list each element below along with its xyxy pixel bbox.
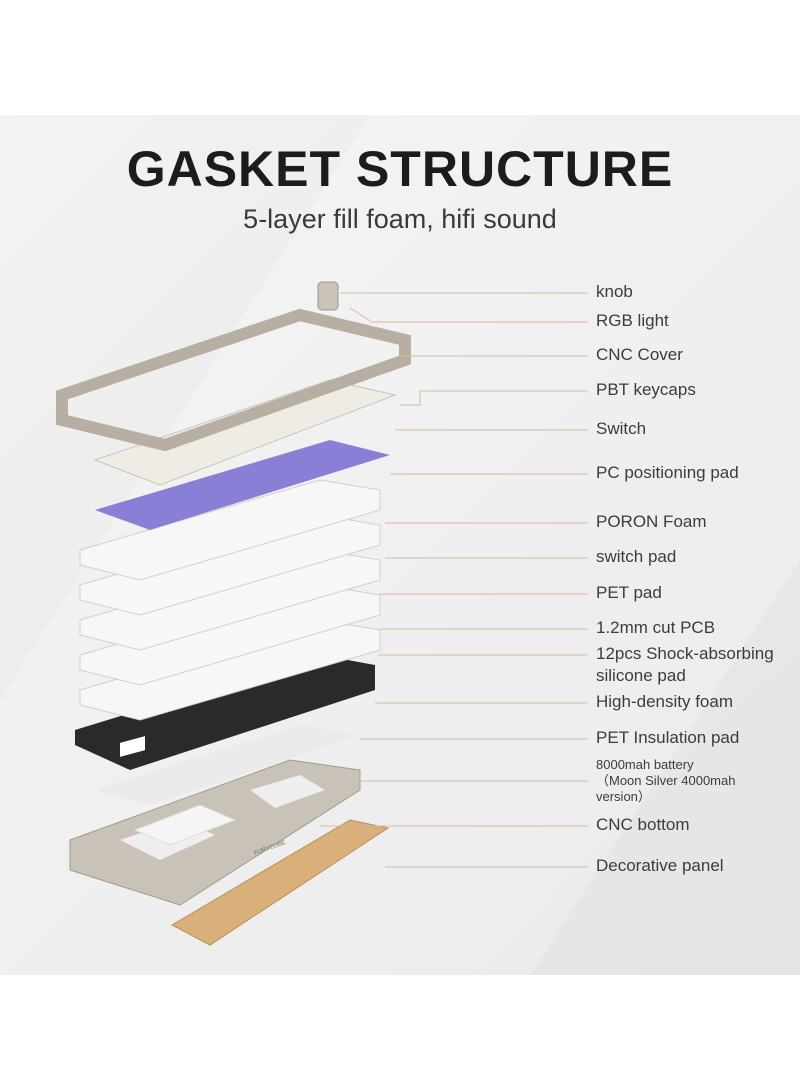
plate-layers [79, 479, 381, 721]
label-decorative-panel: Decorative panel [596, 856, 724, 875]
label-battery-line3: version） [596, 789, 651, 804]
label-battery-line1: 8000mah battery [596, 757, 694, 772]
page-subtitle: 5-layer fill foam, hifi sound [243, 204, 557, 234]
high-density-foam-part [75, 655, 375, 770]
switches [95, 440, 390, 530]
label-pbt-keycaps: PBT keycaps [596, 380, 696, 399]
knob-part [317, 281, 339, 311]
label-poron-foam: PORON Foam [596, 512, 707, 531]
label-cnc-bottom: CNC bottom [596, 815, 690, 834]
label-high-density-foam: High-density foam [596, 692, 734, 711]
label-rgb-light: RGB light [596, 311, 669, 330]
keycaps [93, 379, 397, 486]
label-pet-pad: PET pad [596, 583, 662, 602]
battery-part [133, 804, 237, 846]
label-cnc-cover: CNC Cover [596, 345, 683, 364]
page-title: GASKET STRUCTURE [126, 141, 674, 197]
label-switch-pad: switch pad [596, 547, 677, 566]
label-shock-absorbing-line2: silicone pad [596, 666, 686, 685]
label-pet-insulation-pad: PET Insulation pad [596, 728, 740, 747]
leader-lines [320, 292, 588, 868]
label-shock-absorbing-line1: 12pcs Shock-absorbing [596, 644, 774, 663]
label-cut-pcb: 1.2mm cut PCB [596, 618, 716, 637]
label-battery-line2: （Moon Silver 4000mah [596, 773, 736, 788]
cnc-cover-part [56, 308, 411, 452]
label-switch: Switch [596, 419, 647, 438]
pet-insulation-part [95, 725, 360, 805]
label-knob: knob [596, 282, 633, 301]
decorative-panel-part [170, 819, 390, 946]
label-pc-positioning-pad: PC positioning pad [596, 463, 739, 482]
